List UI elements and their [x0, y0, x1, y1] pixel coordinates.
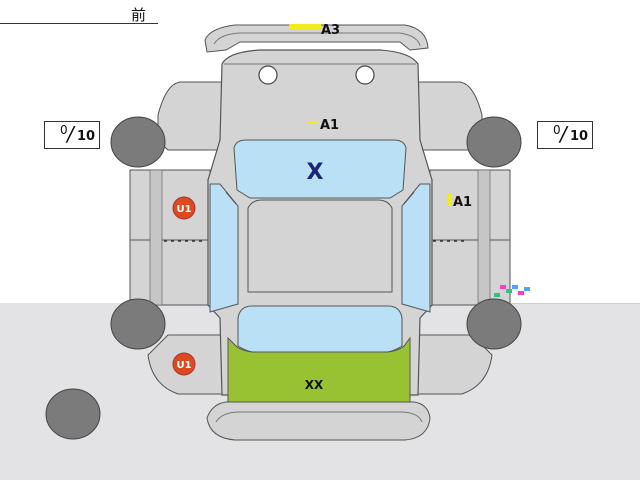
tire-spare-box: 0 / 10 [44, 449, 100, 477]
door-left [129, 169, 211, 306]
rear-label: 後 [488, 438, 504, 456]
rear-bumper-line [215, 411, 423, 423]
car-body [207, 49, 433, 396]
windshield [233, 139, 407, 199]
tire-max: 10 [77, 355, 96, 370]
tire-front-left [110, 116, 166, 168]
side-window-right [401, 183, 431, 313]
code-trunk: XX [305, 378, 324, 392]
headlight-right [355, 65, 375, 85]
slash: / [67, 122, 74, 146]
code-windshield: X [307, 160, 324, 185]
tire-front-right [466, 116, 522, 168]
background-band-edge [480, 303, 640, 304]
tire-rear-right-box: 0 / 10 [537, 347, 593, 375]
front-underline [0, 23, 158, 24]
trunk-damage-area [227, 336, 411, 403]
front-label: 前 [131, 6, 147, 24]
tire-front-right-box: 0 / 10 [537, 121, 593, 149]
door-right [429, 169, 511, 306]
color-artifact [506, 289, 512, 293]
window-right-trim [403, 191, 415, 205]
marker-yellow-hood [308, 121, 318, 124]
rear-window [237, 305, 403, 353]
slash: / [560, 122, 567, 146]
fender-rear-right [409, 334, 493, 395]
tire-max: 10 [570, 129, 589, 144]
window-left-trim [225, 191, 237, 205]
code-roof-front: A3 [321, 23, 340, 38]
tire-rear-right [466, 298, 522, 350]
tire-max: 10 [570, 355, 589, 370]
marker-red-left-rear-door [172, 352, 196, 376]
color-artifact [524, 287, 530, 291]
fender-front-right [417, 81, 483, 151]
tire-value: 0 [60, 123, 68, 137]
front-bumper-line [213, 32, 421, 47]
tire-max: 10 [77, 129, 96, 144]
tire-max: 10 [77, 457, 96, 472]
tire-front-left-box: 0 / 10 [44, 121, 100, 149]
rear-bumper [206, 401, 431, 441]
slash: / [67, 450, 74, 474]
tire-rear-left [110, 298, 166, 350]
code-right-front-door: A1 [453, 195, 472, 210]
color-artifact [494, 293, 500, 297]
slash: / [67, 348, 74, 372]
marker-red-left-front-door [172, 196, 196, 220]
fender-rear-left [147, 334, 231, 395]
tire-value: 0 [553, 123, 561, 137]
roof [247, 199, 393, 293]
slash: / [560, 348, 567, 372]
tire-rear-left-box: 0 / 10 [44, 347, 100, 375]
color-artifact [500, 285, 506, 289]
side-window-left [209, 183, 239, 313]
headlight-left [258, 65, 278, 85]
marker-yellow-roof-front [289, 24, 321, 29]
code-left-front-door: U1 [176, 204, 191, 215]
marker-yellow-right-door [448, 194, 452, 206]
color-artifact [512, 285, 518, 289]
code-left-rear-door: U1 [176, 360, 191, 371]
front-bumper [204, 24, 429, 53]
fender-front-left [157, 81, 223, 151]
color-artifact [518, 291, 524, 295]
tire-spare [45, 388, 101, 440]
rocker-right [477, 169, 491, 306]
rocker-left [149, 169, 163, 306]
rear-underline [482, 457, 640, 458]
code-hood: A1 [320, 118, 339, 133]
